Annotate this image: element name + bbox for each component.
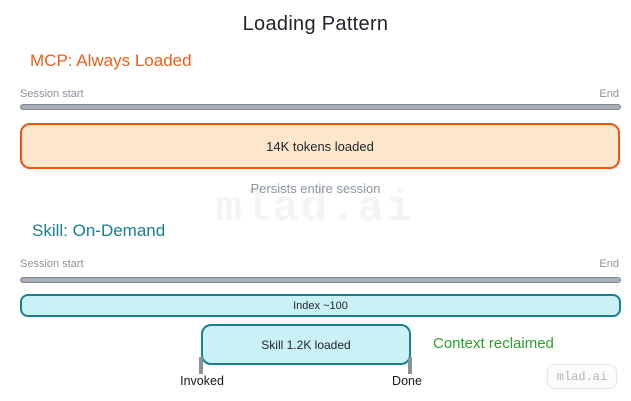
mcp-tokens-box: 14K tokens loaded	[20, 123, 620, 169]
done-tick-mark	[408, 357, 412, 374]
skill-timeline-end-label: End	[599, 258, 619, 270]
skill-loaded-box-label: Skill 1.2K loaded	[261, 337, 351, 352]
skill-timeline-bar	[20, 277, 621, 283]
mcp-persist-caption: Persists entire session	[250, 181, 381, 196]
brand-badge-label: mlad.ai	[556, 369, 608, 384]
skill-index-box-label: Index ~100	[293, 299, 348, 312]
skill-loaded-box: Skill 1.2K loaded	[201, 324, 411, 365]
mcp-timeline-end-label: End	[599, 88, 619, 100]
context-reclaimed-label: Context reclaimed	[433, 335, 554, 352]
page-title: Loading Pattern	[242, 13, 389, 35]
skill-index-box: Index ~100	[20, 294, 621, 317]
mcp-timeline-bar	[20, 104, 621, 110]
invoked-label: Invoked	[180, 374, 224, 388]
brand-badge: mlad.ai	[547, 364, 617, 389]
mcp-tokens-box-label: 14K tokens loaded	[266, 138, 374, 154]
invoked-tick-mark	[199, 357, 203, 374]
skill-section-heading: Skill: On-Demand	[32, 221, 166, 240]
mcp-timeline-start-label: Session start	[20, 88, 84, 100]
mcp-section-heading: MCP: Always Loaded	[30, 51, 192, 70]
skill-timeline-start-label: Session start	[20, 258, 84, 270]
done-label: Done	[392, 374, 422, 388]
